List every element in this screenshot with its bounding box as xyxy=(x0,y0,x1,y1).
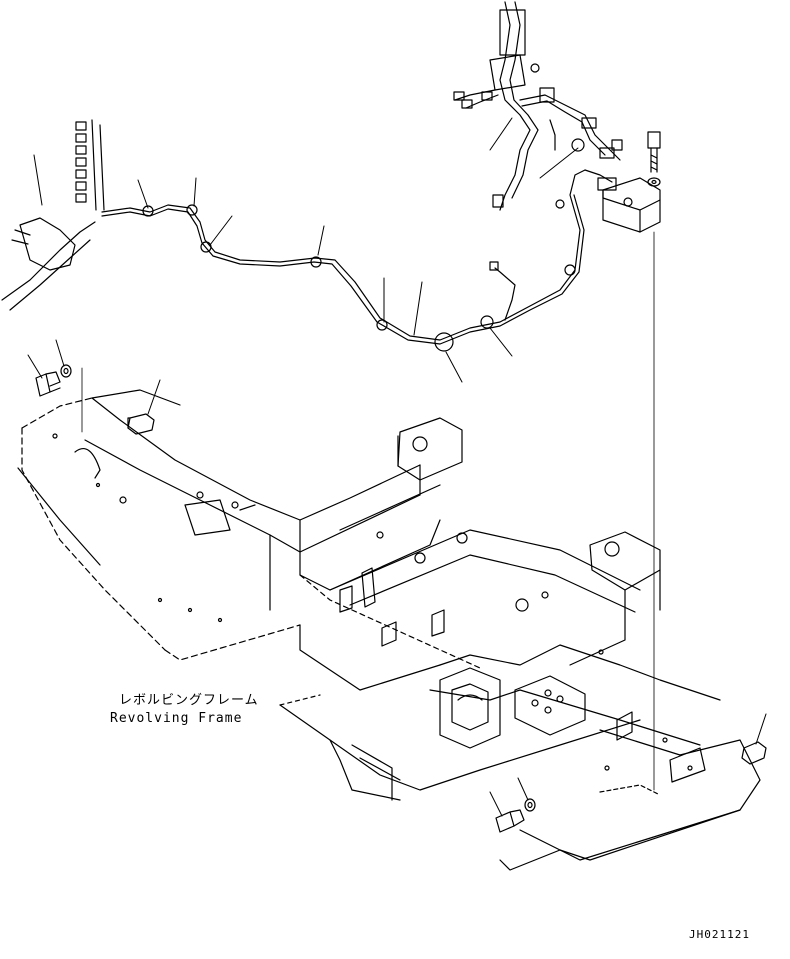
block-lower xyxy=(741,741,767,765)
revolving-frame xyxy=(17,389,761,871)
wiring-harness xyxy=(1,1,623,352)
bolt-left xyxy=(35,371,61,397)
bolt-lower xyxy=(495,809,525,833)
callout-leaders xyxy=(27,117,767,817)
mounting-bracket xyxy=(602,131,661,791)
frame-label-japanese: レボルビングフレーム xyxy=(119,693,259,708)
washer-left xyxy=(60,364,72,378)
frame-label-english: Revolving Frame xyxy=(110,711,243,726)
block-left xyxy=(127,413,155,435)
washer-lower xyxy=(524,798,536,812)
drawing-number: JH021121 xyxy=(689,928,750,941)
connector-column xyxy=(75,119,105,211)
